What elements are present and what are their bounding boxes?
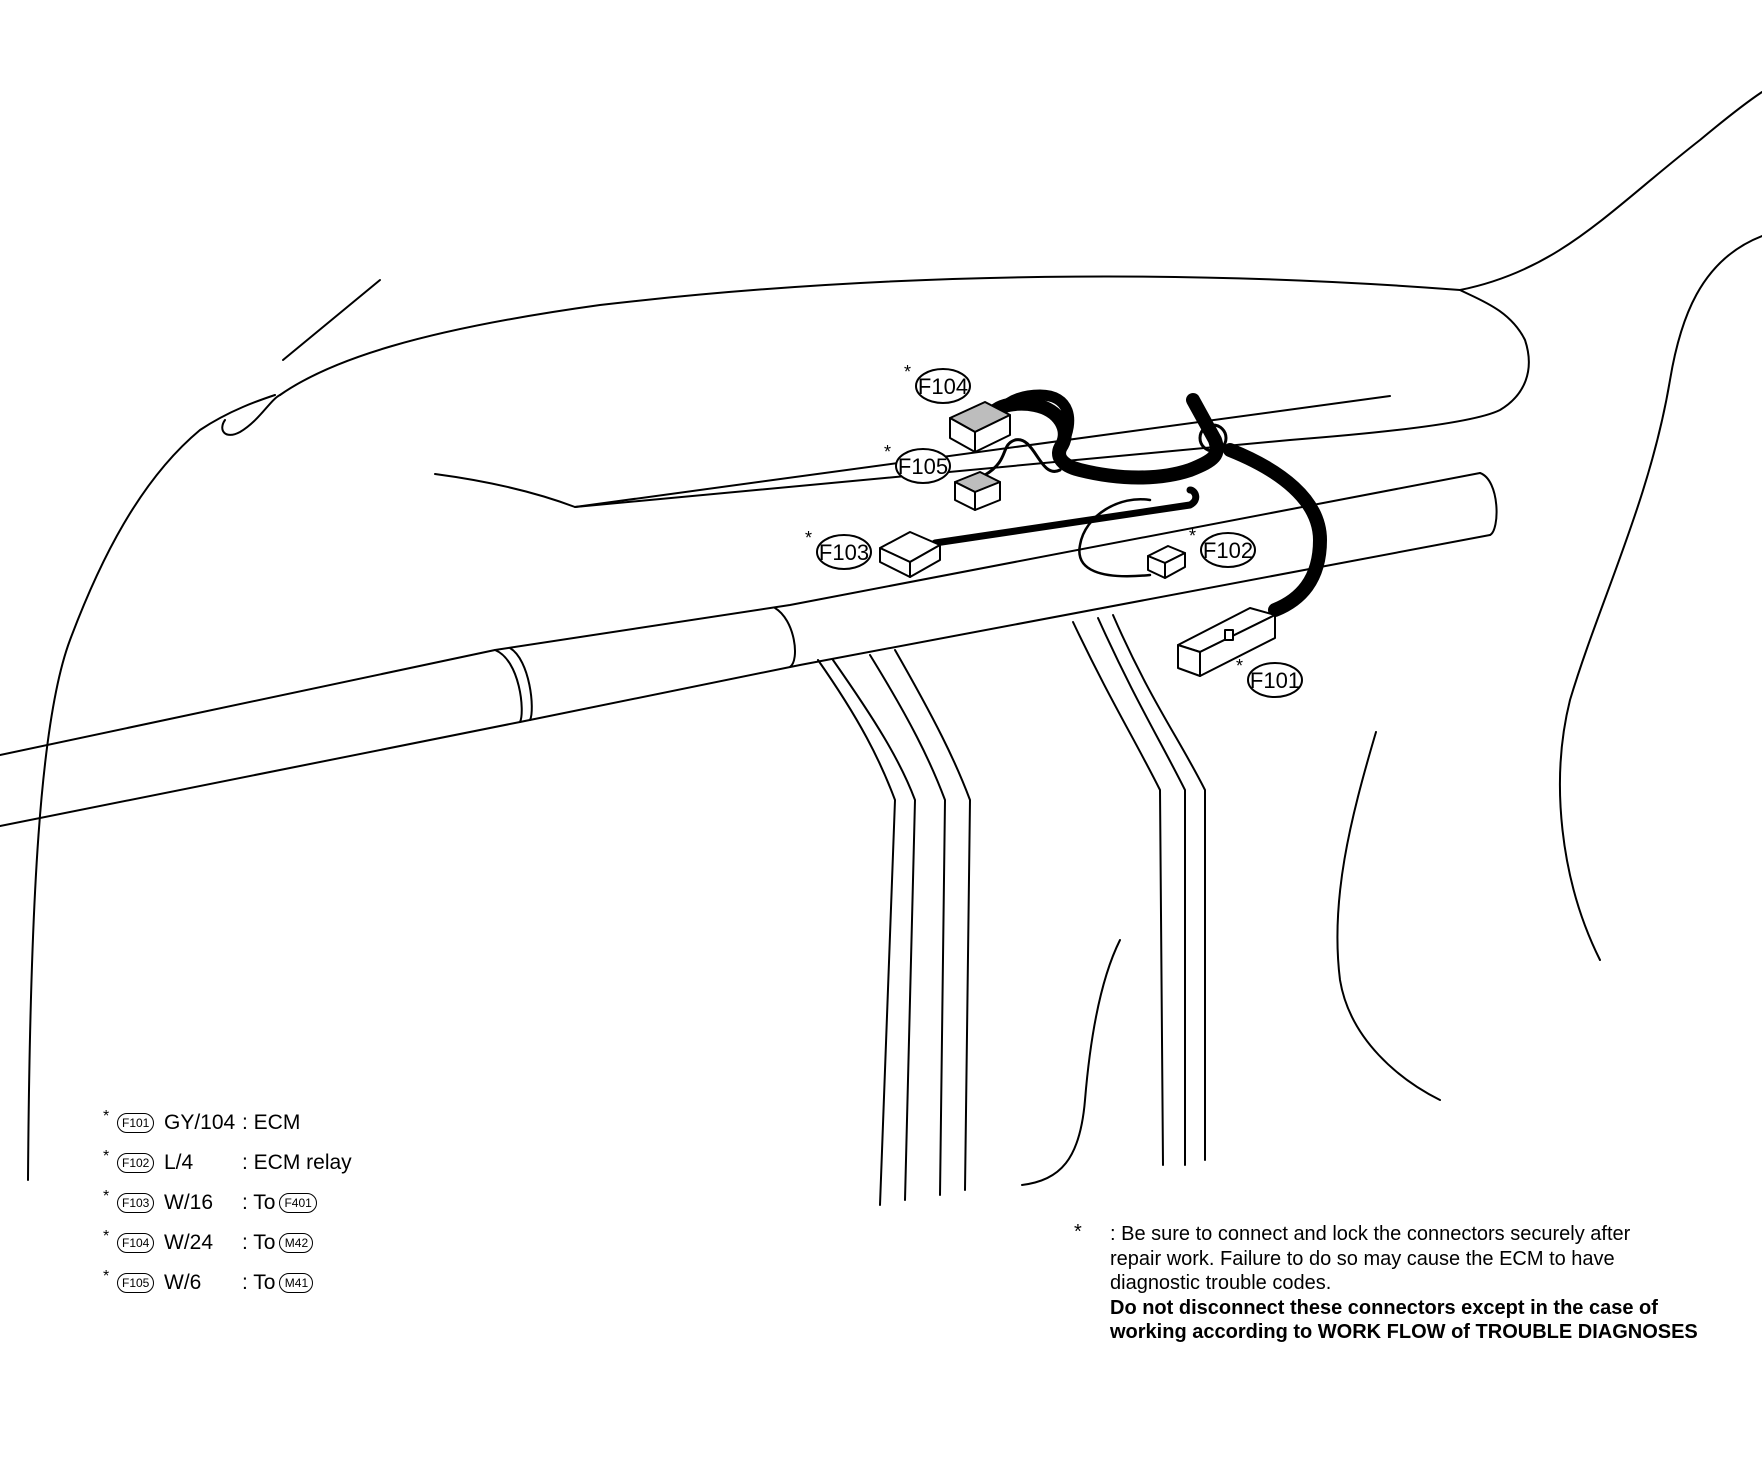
callout-f101-bubble xyxy=(1247,662,1303,698)
bracket-right-1 xyxy=(1072,621,1164,1166)
callout-f103-star: * xyxy=(805,528,812,548)
harness-to-f101 xyxy=(1223,443,1327,617)
grommet xyxy=(1198,423,1228,453)
legend-wire-code: GY/104 xyxy=(164,1111,236,1134)
legend-star: * xyxy=(103,1188,110,1205)
callout-f104-star: * xyxy=(904,362,911,382)
connector-f103 xyxy=(879,531,941,578)
dash-line xyxy=(574,395,1391,508)
bracket-right-curve xyxy=(1021,939,1121,1186)
callout-f104-label: F104 xyxy=(918,374,968,399)
callout-f105-bubble xyxy=(895,448,951,484)
note-line: : Be sure to connect and lock the connec… xyxy=(1110,1223,1631,1245)
body-outline-left xyxy=(27,394,276,1181)
connector-f102 xyxy=(1147,545,1186,579)
legend-wire-code: L/4 xyxy=(164,1151,194,1174)
note-star: * xyxy=(1074,1221,1082,1243)
legend-connector-tag: F104 xyxy=(117,1233,155,1253)
legend-destination-tag: M41 xyxy=(279,1273,314,1294)
note-line: diagnostic trouble codes. xyxy=(1110,1272,1332,1294)
callout-f103-bubble xyxy=(816,534,872,570)
legend-connector-tag: F101 xyxy=(117,1113,155,1133)
callout-f105-label: F105 xyxy=(898,454,948,479)
connector-f105 xyxy=(954,471,1001,511)
legend-connector-tag: F102 xyxy=(117,1153,155,1173)
windshield-edge xyxy=(282,279,381,361)
bracket-left-4 xyxy=(894,649,971,1191)
legend-destination-tag: F401 xyxy=(279,1193,317,1214)
harness-to-f103 xyxy=(931,486,1200,547)
note-bold-line: Do not disconnect these connectors excep… xyxy=(1110,1296,1658,1319)
tube-top-edge xyxy=(0,472,1481,756)
caution-note: * : Be sure to connect and lock the conn… xyxy=(1074,1221,1758,1345)
bracket-left-1 xyxy=(817,659,896,1206)
fender-top xyxy=(221,394,281,436)
tube-right-cap xyxy=(1479,472,1498,536)
legend-wire-code: W/16 xyxy=(164,1191,214,1214)
note-bold-line: working according to WORK FLOW of TROUBL… xyxy=(1110,1321,1698,1343)
legend-star: * xyxy=(103,1268,110,1285)
tube-bottom-edge xyxy=(0,534,1491,827)
upper-edge xyxy=(1459,91,1762,291)
harness-main xyxy=(985,393,1224,485)
callout-f102-label: F102 xyxy=(1203,538,1253,563)
callout-f105-star: * xyxy=(884,442,891,462)
callout-f101-star: * xyxy=(1236,656,1243,676)
legend-connector-tag: F105 xyxy=(117,1273,155,1293)
connector-f104 xyxy=(949,401,1011,453)
pillar-lower xyxy=(1336,731,1441,1101)
legend-wire-code: W/6 xyxy=(164,1271,202,1294)
legend-destination-tag: M42 xyxy=(279,1233,314,1254)
callout-f103-label: F103 xyxy=(819,540,869,565)
callout-f101-label: F101 xyxy=(1250,668,1300,693)
callout-f104-bubble xyxy=(915,368,971,404)
legend-description: : ECM xyxy=(242,1111,301,1134)
note-line: repair work. Failure to do so may cause … xyxy=(1110,1247,1615,1270)
legend-star: * xyxy=(103,1108,110,1125)
dash-outline xyxy=(434,289,1530,508)
cowl-edge xyxy=(279,275,1461,396)
connector-f101 xyxy=(1177,607,1276,677)
bracket-right-3 xyxy=(1112,614,1206,1161)
tube-joint-1 xyxy=(494,649,523,723)
harness-to-f105 xyxy=(983,438,1062,477)
legend-wire-code: W/24 xyxy=(164,1231,214,1254)
legend-star: * xyxy=(103,1228,110,1245)
callout-f102-star: * xyxy=(1189,526,1196,546)
bracket-left-3 xyxy=(869,654,946,1196)
callout-f102-bubble xyxy=(1200,532,1256,568)
pillar-right xyxy=(1559,235,1762,961)
tube-joint-1b xyxy=(509,647,533,721)
tube-joint-2 xyxy=(774,607,796,668)
legend-star: * xyxy=(103,1148,110,1165)
harness-to-f102 xyxy=(1078,497,1152,578)
legend-connector-tag: F103 xyxy=(117,1193,155,1213)
legend-description: : ECM relay xyxy=(242,1151,352,1174)
bracket-left-2 xyxy=(832,659,916,1201)
bracket-right-2 xyxy=(1097,617,1186,1166)
